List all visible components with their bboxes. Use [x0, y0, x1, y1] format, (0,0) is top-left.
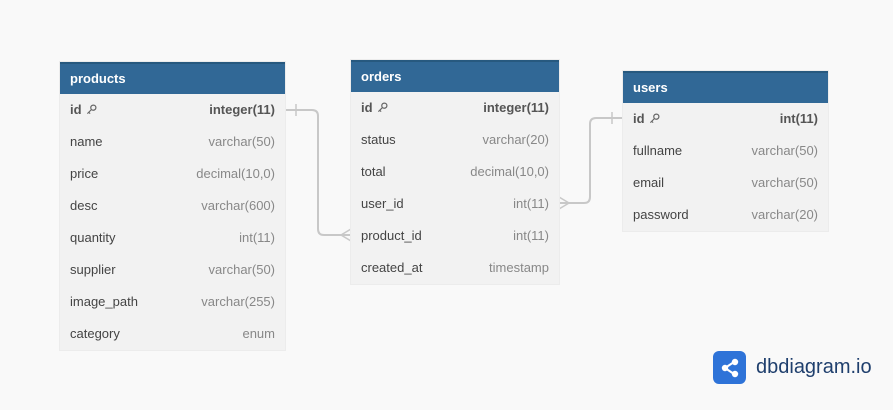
- many-marker-icon: [339, 228, 352, 242]
- column-type: integer(11): [209, 102, 275, 117]
- column-name: image_path: [70, 294, 138, 309]
- table-row[interactable]: desc varchar(600): [60, 190, 285, 222]
- column-name: email: [633, 175, 665, 190]
- column-type: integer(11): [483, 100, 549, 115]
- column-name: product_id: [361, 228, 422, 243]
- column-type: varchar(20): [751, 207, 818, 222]
- table-row[interactable]: price decimal(10,0): [60, 158, 285, 190]
- column-name: supplier: [70, 262, 116, 277]
- column-type: varchar(600): [201, 198, 275, 213]
- table-orders[interactable]: orders id integer(11) status varchar(20)…: [351, 60, 559, 284]
- table-row[interactable]: created_at timestamp: [351, 252, 559, 284]
- column-name: status: [361, 132, 396, 147]
- column-name: desc: [70, 198, 98, 213]
- column-type: decimal(10,0): [196, 166, 275, 181]
- column-type: enum: [242, 326, 275, 341]
- column-name: category: [70, 326, 120, 341]
- brand-name: dbdiagram.io: [756, 356, 872, 378]
- column-name: id: [361, 92, 388, 124]
- table-row[interactable]: email varchar(50): [623, 167, 828, 199]
- column-type: decimal(10,0): [470, 164, 549, 179]
- column-type: varchar(20): [482, 132, 549, 147]
- column-name: total: [361, 164, 386, 179]
- table-row[interactable]: name varchar(50): [60, 126, 285, 158]
- column-name: created_at: [361, 260, 423, 275]
- table-header-users[interactable]: users: [623, 71, 828, 103]
- column-type: varchar(50): [208, 262, 275, 277]
- table-row[interactable]: status varchar(20): [351, 124, 559, 156]
- table-header-orders[interactable]: orders: [351, 60, 559, 92]
- table-header-products[interactable]: products: [60, 62, 285, 94]
- column-name: id: [70, 94, 97, 126]
- brand-logo-link[interactable]: dbdiagram.io: [713, 351, 872, 384]
- table-row[interactable]: supplier varchar(50): [60, 254, 285, 286]
- table-row[interactable]: user_id int(11): [351, 188, 559, 220]
- table-row[interactable]: total decimal(10,0): [351, 156, 559, 188]
- column-name: name: [70, 134, 103, 149]
- table-row[interactable]: id integer(11): [60, 94, 285, 126]
- column-type: varchar(50): [208, 134, 275, 149]
- key-icon: [86, 95, 97, 127]
- column-name: price: [70, 166, 99, 181]
- link-users-id-to-orders-user-id[interactable]: [559, 117, 623, 204]
- column-name: id: [633, 103, 660, 135]
- column-type: varchar(255): [201, 294, 275, 309]
- table-row[interactable]: id integer(11): [351, 92, 559, 124]
- table-products[interactable]: products id integer(11) name varchar(50)…: [60, 62, 285, 350]
- table-row[interactable]: quantity int(11): [60, 222, 285, 254]
- table-row[interactable]: category enum: [60, 318, 285, 350]
- column-type: int(11): [239, 230, 275, 245]
- key-icon: [377, 93, 388, 125]
- table-row[interactable]: image_path varchar(255): [60, 286, 285, 318]
- column-name: quantity: [70, 230, 116, 245]
- column-type: varchar(50): [751, 175, 818, 190]
- column-type: int(11): [779, 111, 818, 126]
- column-type: varchar(50): [751, 143, 818, 158]
- column-name: user_id: [361, 196, 404, 211]
- column-name: fullname: [633, 143, 683, 158]
- link-products-id-to-orders-product-id[interactable]: [285, 109, 351, 236]
- table-row[interactable]: id int(11): [623, 103, 828, 135]
- column-type: timestamp: [489, 260, 549, 275]
- share-nodes-icon: [713, 351, 746, 384]
- column-name: password: [633, 207, 689, 222]
- table-row[interactable]: password varchar(20): [623, 199, 828, 231]
- table-row[interactable]: product_id int(11): [351, 220, 559, 252]
- key-icon: [649, 104, 660, 136]
- column-type: int(11): [513, 228, 549, 243]
- many-marker-icon: [558, 196, 571, 210]
- table-users[interactable]: users id int(11) fullname varchar(50) em…: [623, 71, 828, 231]
- column-type: int(11): [513, 196, 549, 211]
- table-row[interactable]: fullname varchar(50): [623, 135, 828, 167]
